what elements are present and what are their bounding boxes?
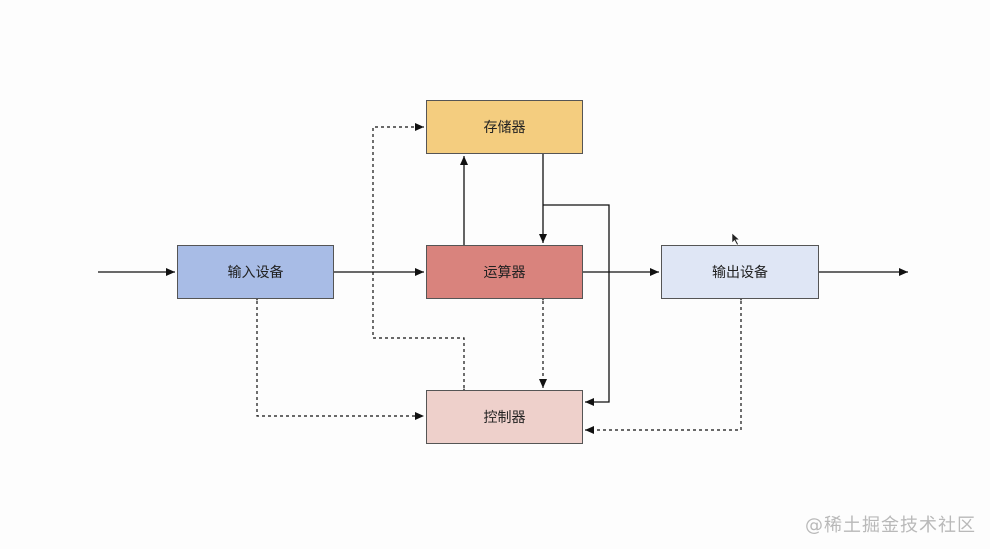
node-input-device-label: 输入设备 xyxy=(227,265,284,281)
edge-control-input xyxy=(253,292,424,420)
node-alu-label: 运算器 xyxy=(483,265,526,281)
node-controller-label: 控制器 xyxy=(483,410,526,426)
node-output-device: 输出设备 xyxy=(661,245,819,299)
edge-control-output xyxy=(585,292,745,434)
node-storage: 存储器 xyxy=(426,100,583,154)
node-input-device: 输入设备 xyxy=(177,245,334,299)
mouse-cursor-icon xyxy=(731,232,741,246)
watermark: @稀土掘金技术社区 xyxy=(805,515,976,536)
node-controller: 控制器 xyxy=(426,390,583,444)
edge-storage-to-control xyxy=(543,204,610,406)
node-output-device-label: 输出设备 xyxy=(712,265,768,281)
node-storage-label: 存储器 xyxy=(483,120,526,136)
node-alu: 运算器 xyxy=(426,245,583,299)
